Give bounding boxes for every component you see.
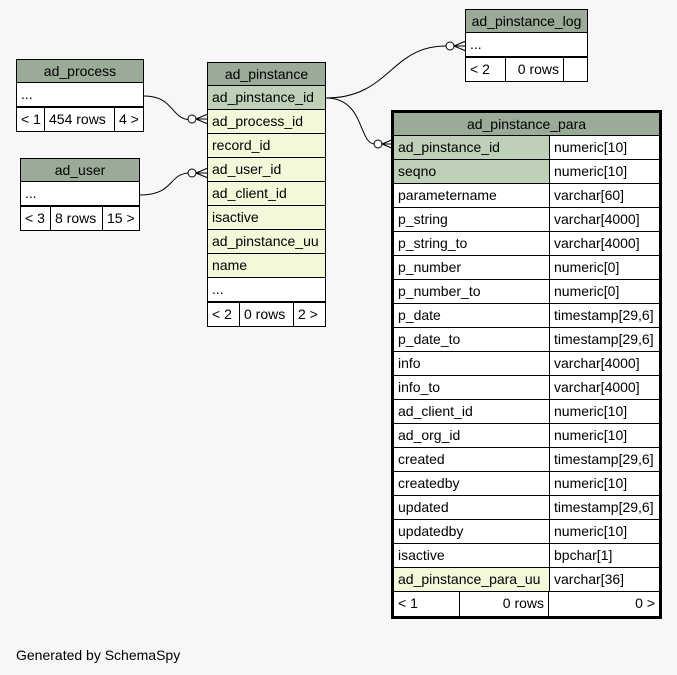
column-name-cell[interactable]: created (394, 448, 549, 472)
edge-pinstance-para (325, 97, 376, 145)
column-name-cell[interactable]: ad_client_id (394, 400, 549, 424)
parents-count[interactable]: < 3 (21, 207, 51, 230)
edge-pinstance-log (325, 45, 447, 99)
column-name-cell[interactable]: p_number (394, 256, 549, 280)
column-type-cell: varchar[4000] (549, 376, 659, 400)
column-type-cell: timestamp[29,6] (549, 496, 659, 520)
column-ad-user-id[interactable]: ad_user_id (208, 158, 325, 182)
children-count[interactable] (564, 58, 587, 81)
children-count[interactable]: 0 > (635, 595, 655, 611)
row-count: 0 rows (240, 303, 294, 326)
table-title[interactable]: ad_process (17, 60, 143, 83)
column-type-cell: numeric[10] (549, 400, 659, 424)
column-type-cell: timestamp[29,6] (549, 448, 659, 472)
column-name[interactable]: name (208, 254, 325, 278)
column-type-cell: numeric[10] (549, 424, 659, 448)
column-type-cell: varchar[60] (549, 184, 659, 208)
column-type-cell: numeric[0] (549, 256, 659, 280)
row-count: 0 rows (506, 58, 564, 81)
children-count[interactable]: 2 > (298, 306, 318, 322)
parents-count[interactable]: < 2 (466, 58, 506, 81)
column-type-cell: numeric[0] (549, 280, 659, 304)
parents-count[interactable]: < 2 (208, 303, 240, 326)
table-title[interactable]: ad_pinstance (208, 63, 325, 86)
table-ad-pinstance[interactable]: ad_pinstance ad_pinstance_id ad_process_… (207, 62, 326, 327)
edge-user-pinstance (139, 172, 191, 196)
table-footer: < 1 0 rows 0 > (394, 592, 659, 616)
table-title[interactable]: ad_user (21, 159, 139, 182)
column-name-cell[interactable]: p_date (394, 304, 549, 328)
column-type-cell: numeric[10] (549, 136, 659, 160)
column-name-cell[interactable]: isactive (394, 544, 549, 568)
column-name-cell[interactable]: ad_pinstance_para_uu (394, 568, 549, 592)
column-isactive[interactable]: isactive (208, 206, 325, 230)
columns-ellipsis: ... (17, 83, 143, 107)
table-footer: < 2 0 rows (466, 57, 587, 81)
edge-pinstance-para-crowfoot-circle (373, 139, 383, 149)
column-type-cell: varchar[4000] (549, 208, 659, 232)
row-count: 8 rows (51, 207, 103, 230)
column-type-cell: varchar[4000] (549, 352, 659, 376)
table-footer: < 3 8 rows 15 > (21, 206, 139, 230)
column-name-cell[interactable]: p_date_to (394, 328, 549, 352)
column-name-cell[interactable]: ad_pinstance_id (394, 136, 549, 160)
column-name-cell[interactable]: info_to (394, 376, 549, 400)
children-count[interactable]: 4 > (119, 111, 139, 127)
column-type-cell: numeric[10] (549, 160, 659, 184)
parents-count[interactable]: < 1 (394, 592, 460, 616)
column-ad-process-id[interactable]: ad_process_id (208, 110, 325, 134)
edge-pinstance-log-crowfoot (453, 40, 467, 52)
table-title[interactable]: ad_pinstance_para (394, 113, 659, 136)
column-name-cell[interactable]: parametername (394, 184, 549, 208)
column-name-cell[interactable]: p_string (394, 208, 549, 232)
column-name-cell[interactable]: ad_org_id (394, 424, 549, 448)
column-record-id[interactable]: record_id (208, 134, 325, 158)
table-footer: < 2 0 rows 2 > (208, 302, 325, 326)
column-type-cell: varchar[36] (549, 568, 659, 592)
column-type-cell: timestamp[29,6] (549, 304, 659, 328)
edge-user-pinstance-crowfoot (195, 167, 209, 179)
table-footer: < 1 454 rows 4 > (17, 107, 143, 131)
table-ad-user[interactable]: ad_user ... < 3 8 rows 15 > (20, 158, 140, 231)
table-ad-pinstance-log[interactable]: ad_pinstance_log ... < 2 0 rows (465, 9, 588, 82)
column-name-cell[interactable]: info (394, 352, 549, 376)
column-ad-pinstance-id[interactable]: ad_pinstance_id (208, 86, 325, 110)
edge-process-pinstance-crowfoot-circle (187, 114, 197, 124)
edge-process-pinstance-crowfoot (195, 113, 209, 125)
column-type-cell: numeric[10] (549, 520, 659, 544)
columns-ellipsis: ... (208, 278, 325, 302)
column-name-cell[interactable]: updated (394, 496, 549, 520)
column-name-cell[interactable]: p_string_to (394, 232, 549, 256)
column-type-cell: timestamp[29,6] (549, 328, 659, 352)
column-name-cell[interactable]: updatedby (394, 520, 549, 544)
column-type-cell: varchar[4000] (549, 232, 659, 256)
parents-count[interactable]: < 1 (17, 108, 45, 131)
children-count[interactable]: 15 > (107, 210, 135, 226)
column-type-cell: bpchar[1] (549, 544, 659, 568)
row-count: 454 rows (45, 108, 115, 131)
table-ad-process[interactable]: ad_process ... < 1 454 rows 4 > (16, 59, 144, 132)
edge-pinstance-log-crowfoot-circle (445, 41, 455, 51)
columns-ellipsis: ... (21, 182, 139, 206)
columns-ellipsis: ... (466, 33, 587, 57)
edge-process-pinstance (143, 95, 193, 121)
column-type-cell: numeric[10] (549, 472, 659, 496)
generated-by-label: Generated by SchemaSpy (16, 647, 181, 663)
table-title[interactable]: ad_pinstance_log (466, 10, 587, 33)
column-ad-pinstance-uu[interactable]: ad_pinstance_uu (208, 230, 325, 254)
column-name-cell[interactable]: seqno (394, 160, 549, 184)
edge-user-pinstance-crowfoot-circle (187, 168, 197, 178)
column-ad-client-id[interactable]: ad_client_id (208, 182, 325, 206)
column-name-cell[interactable]: createdby (394, 472, 549, 496)
column-name-cell[interactable]: p_number_to (394, 280, 549, 304)
row-count: 0 rows (460, 592, 549, 616)
